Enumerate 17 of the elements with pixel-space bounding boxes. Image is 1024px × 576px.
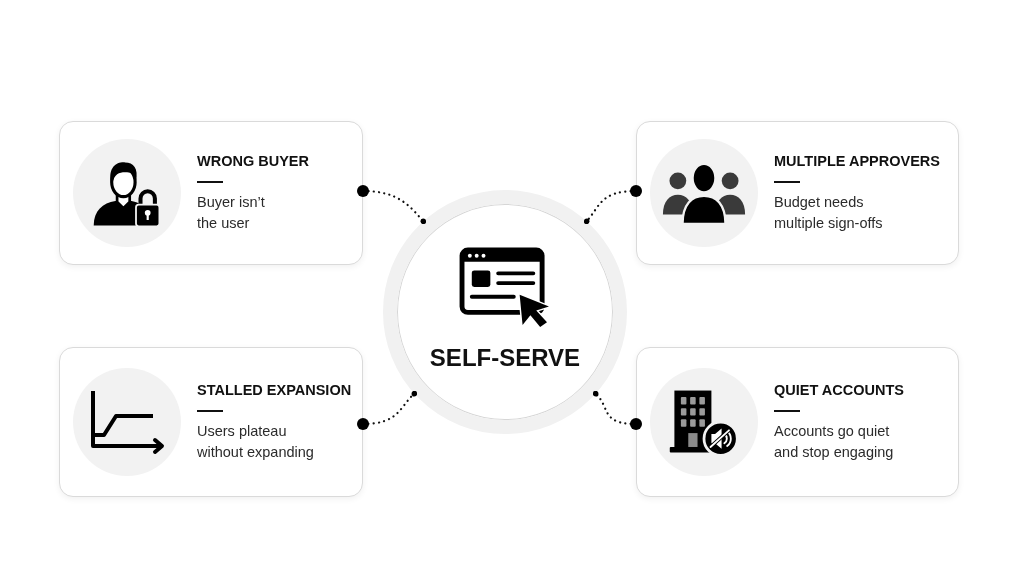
dotted-connector (583, 185, 642, 225)
hub-label: SELF-SERVE (429, 344, 581, 372)
card-description: Users plateau without expanding (197, 422, 315, 462)
dotted-connector (592, 390, 642, 430)
card-description: Budget needs multiple sign-offs (774, 193, 884, 233)
card-title: MULTIPLE APPROVERS (774, 152, 940, 170)
card (636, 347, 959, 497)
card-description: Accounts go quiet and stop engaging (774, 422, 895, 462)
card-title: QUIET ACCOUNTS (774, 381, 904, 399)
card (59, 347, 363, 497)
card-description: Buyer isn’t the user (197, 193, 266, 233)
card (59, 121, 363, 265)
card-title: WRONG BUYER (197, 152, 309, 170)
card-title: STALLED EXPANSION (197, 381, 352, 399)
dotted-connector (357, 185, 427, 225)
dotted-connector (357, 390, 418, 430)
card (636, 121, 959, 265)
